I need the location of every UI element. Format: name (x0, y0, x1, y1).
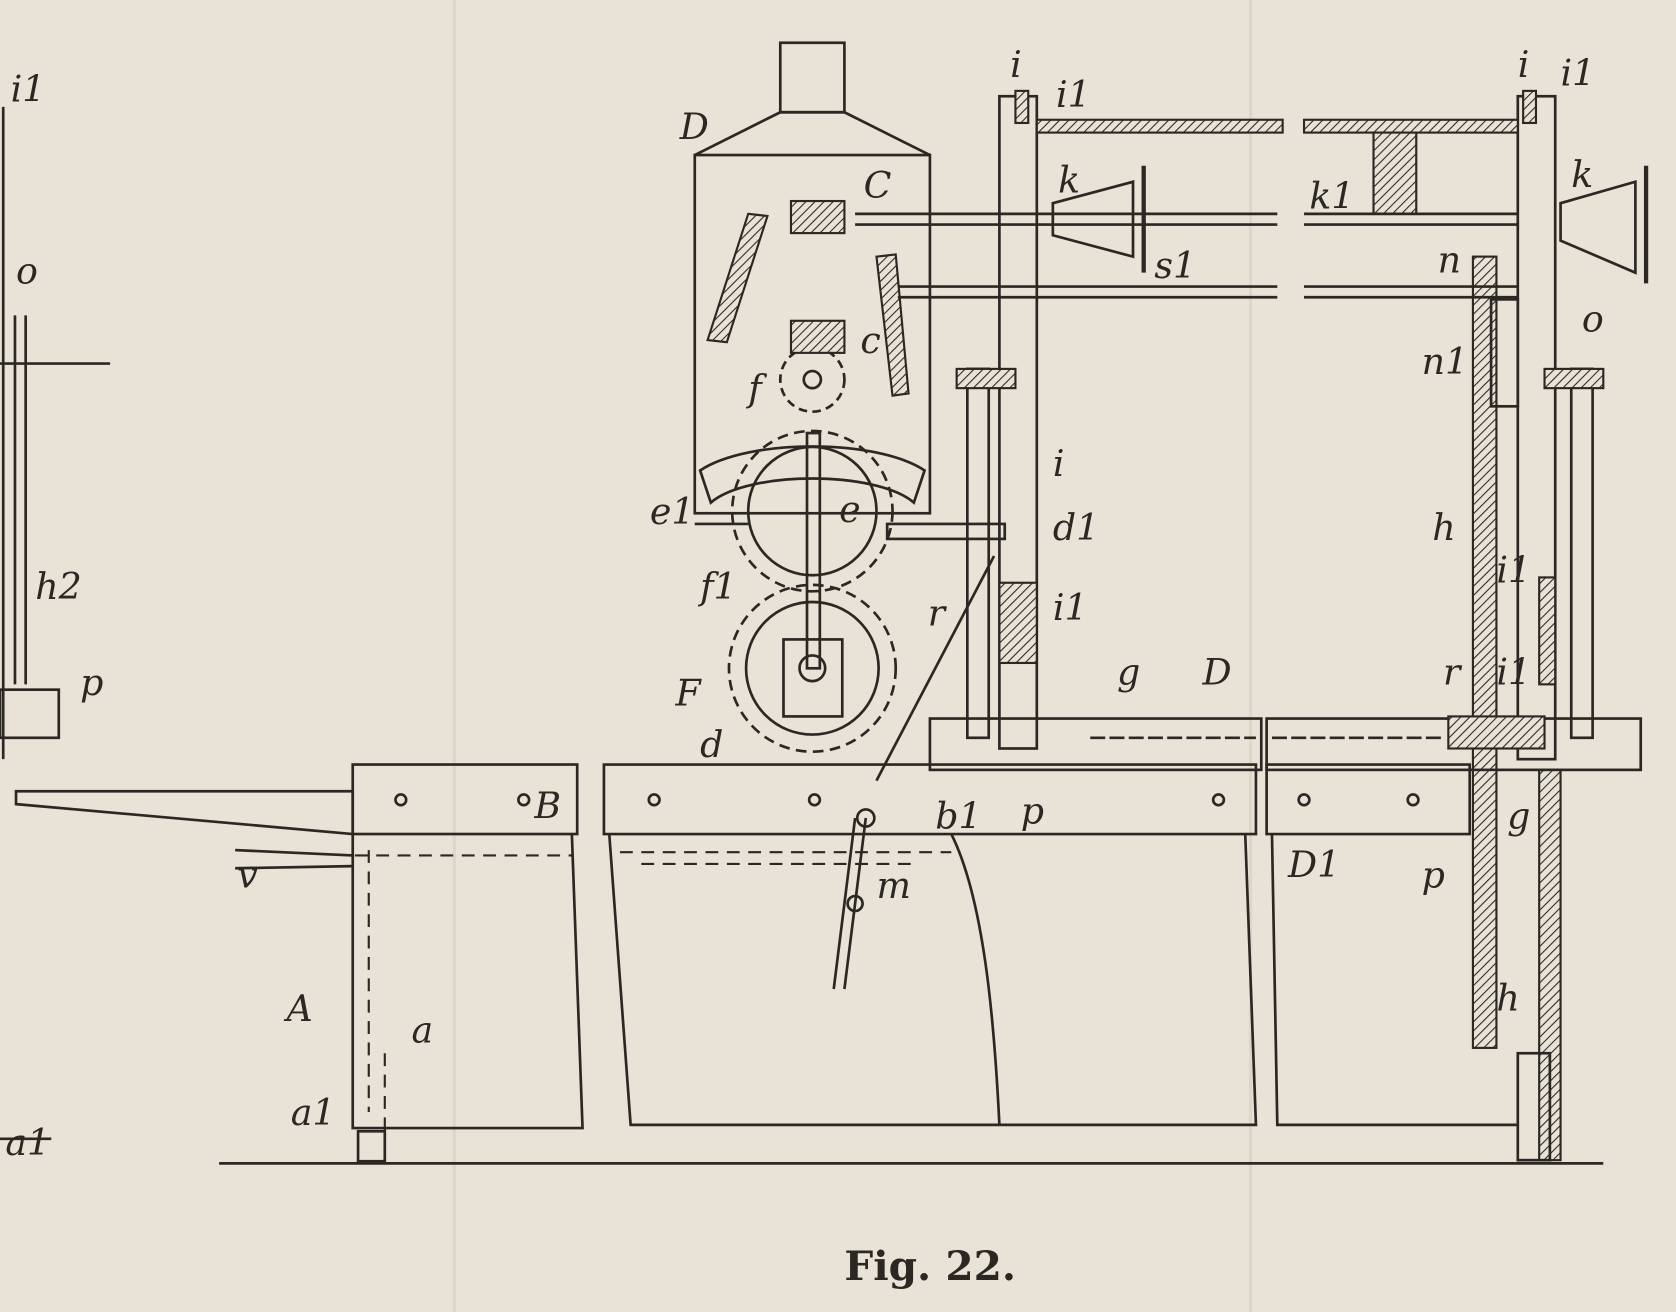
label: v (237, 853, 258, 896)
label: r (1443, 650, 1463, 693)
label: i (1010, 43, 1022, 86)
label: i1 (1496, 549, 1531, 592)
figure-caption: Fig. 22. (844, 1242, 1016, 1290)
right-trough (1265, 763, 1518, 1127)
label: o (16, 249, 38, 292)
label: B (533, 784, 561, 827)
frame-columns (955, 89, 1605, 1162)
label: C (864, 164, 892, 207)
label: p (80, 661, 103, 704)
label: f (745, 367, 767, 410)
beams-and-shafts (855, 118, 1649, 299)
label: D1 (1287, 843, 1340, 886)
label: A (283, 987, 312, 1030)
casing (693, 41, 932, 515)
label: r (928, 592, 948, 635)
label: e (839, 488, 860, 531)
label: h (1432, 506, 1455, 549)
label: c (860, 319, 880, 362)
label: i (1053, 442, 1065, 485)
gear-train (694, 199, 1007, 754)
feed-table (14, 763, 584, 1163)
label: e1 (650, 490, 695, 533)
label: D (679, 105, 709, 148)
bleed-through-text (452, 0, 1253, 1312)
label: g (1117, 650, 1140, 693)
middle-trough (602, 763, 1258, 1127)
label: i (1518, 43, 1530, 86)
label: p (1422, 853, 1445, 896)
label: D (1201, 650, 1231, 693)
label: k (1058, 158, 1080, 201)
label: i1 (1561, 52, 1596, 95)
part-labels: D C i i1 i i1 k k1 k s1 n n1 o c f e1 e … (5, 43, 1603, 1164)
left-fragment (0, 106, 111, 1141)
label: g (1507, 795, 1530, 838)
label: i1 (11, 68, 46, 111)
label: p (1021, 789, 1044, 832)
label: F (675, 672, 703, 715)
label: d (700, 723, 723, 766)
label: a1 (291, 1091, 336, 1134)
label: k1 (1309, 175, 1354, 218)
label: a (412, 1009, 434, 1052)
label: d1 (1053, 506, 1099, 549)
label: n1 (1422, 340, 1469, 383)
label: h2 (35, 565, 82, 608)
label: a1 (5, 1121, 50, 1164)
label: f1 (697, 565, 737, 608)
label: o (1582, 297, 1604, 340)
label: i1 (1056, 73, 1091, 116)
label: k (1571, 153, 1593, 196)
label: n (1438, 239, 1461, 282)
label: m (876, 864, 910, 907)
label: i1 (1496, 650, 1531, 693)
label: s1 (1154, 244, 1196, 287)
label: i1 (1053, 586, 1088, 629)
label: h (1496, 976, 1519, 1019)
label: b1 (935, 795, 981, 838)
rollers (875, 555, 1643, 782)
